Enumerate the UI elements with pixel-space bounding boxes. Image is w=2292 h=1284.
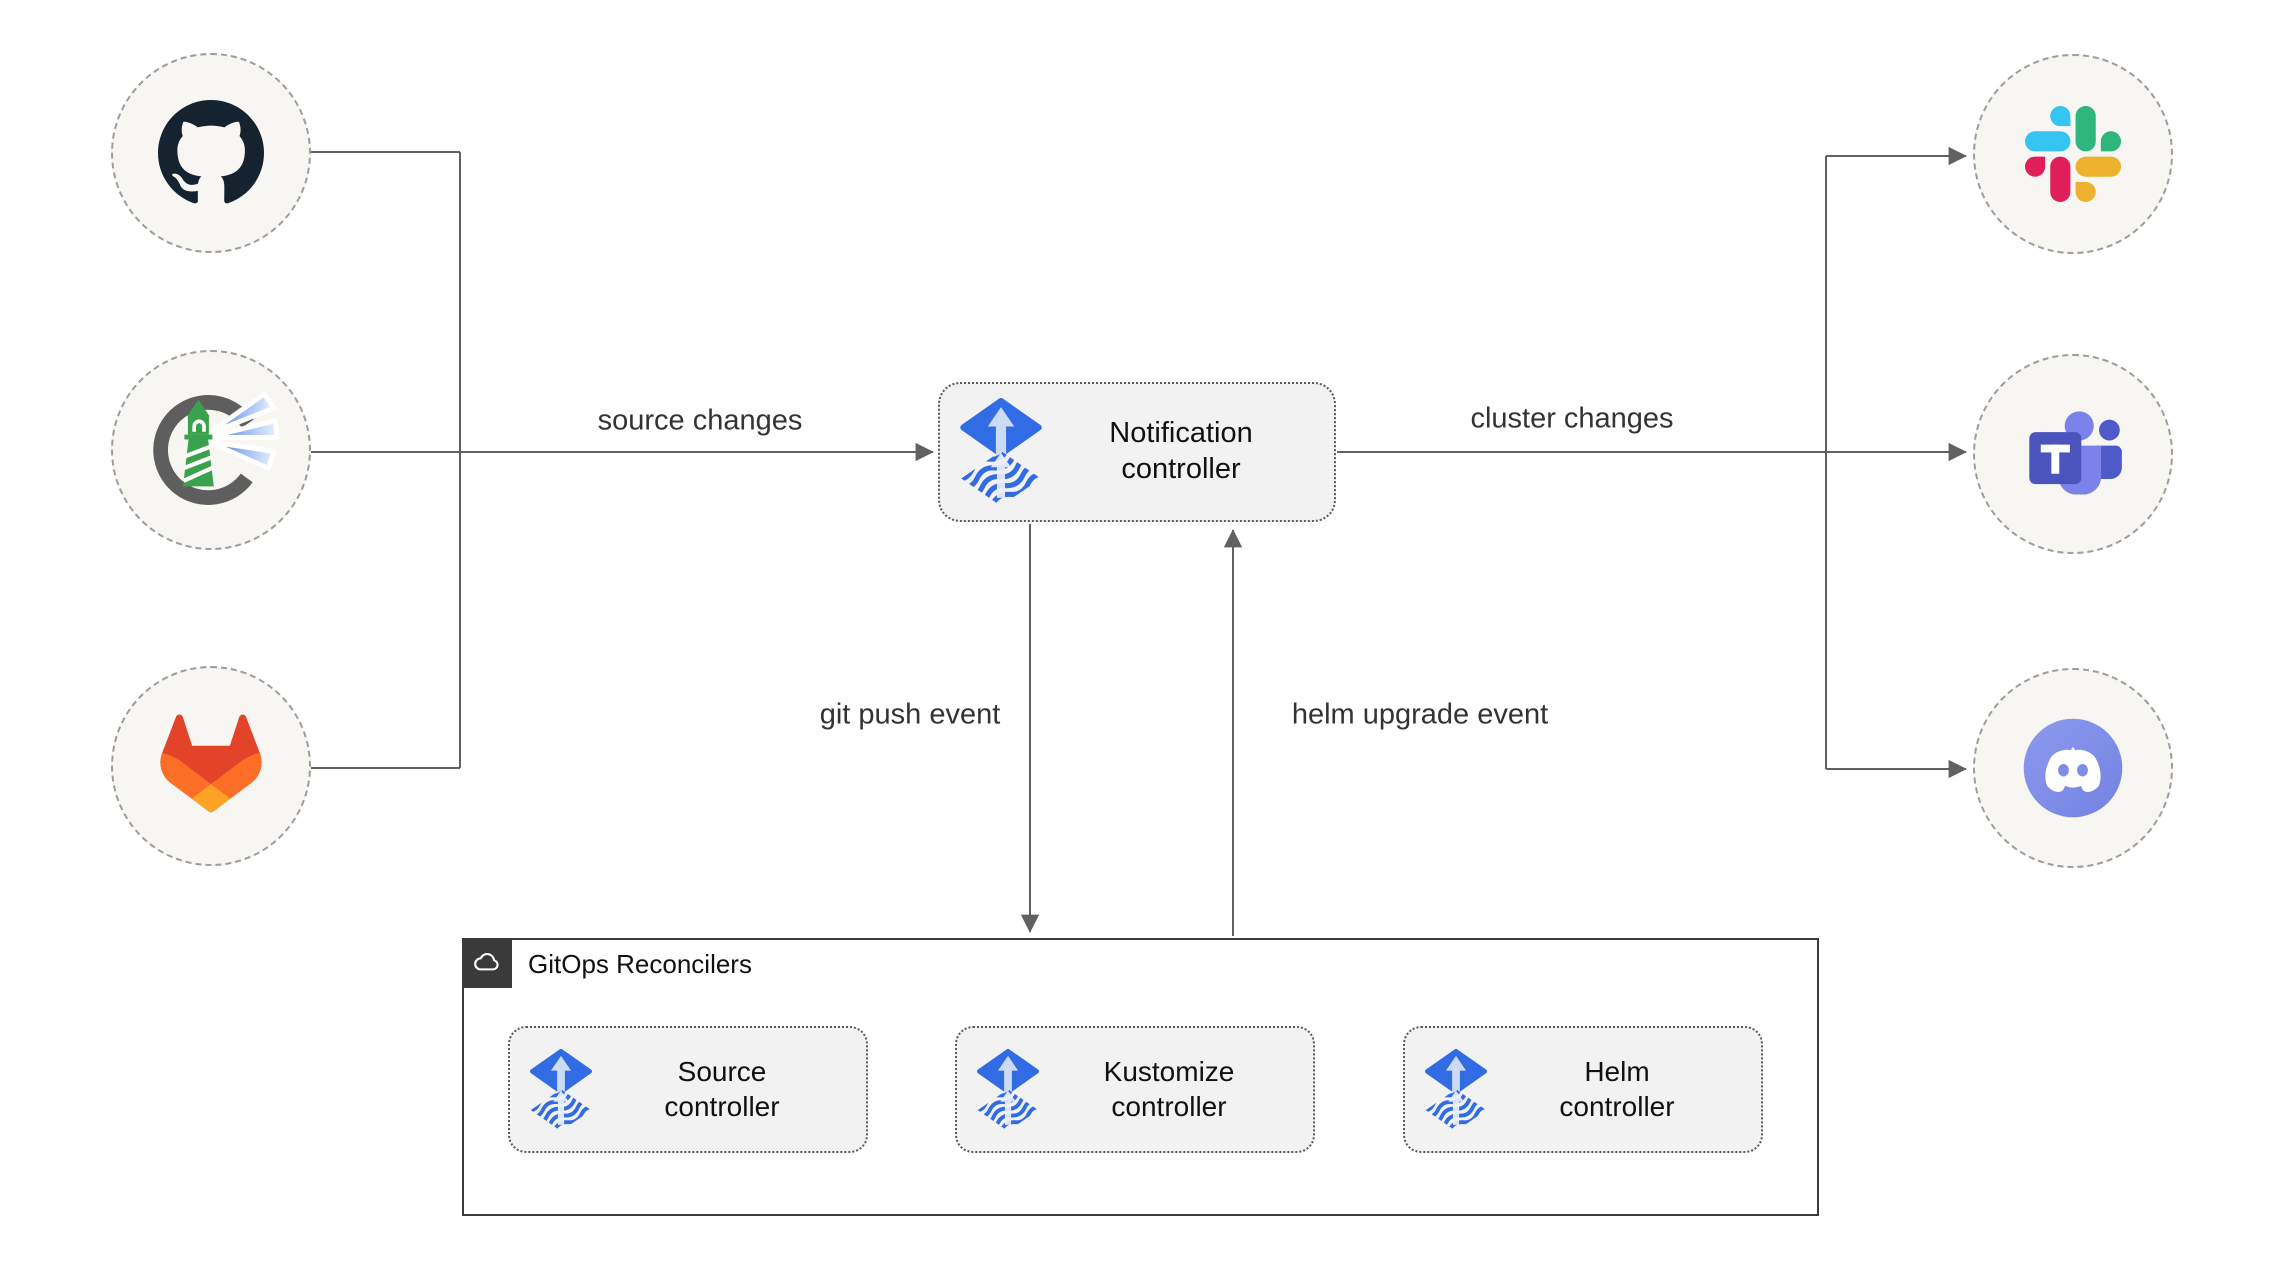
node-kustomize-controller: Kustomize controller bbox=[955, 1026, 1315, 1153]
gitlab-icon bbox=[155, 708, 267, 824]
group-badge bbox=[462, 938, 512, 988]
node-teams bbox=[1973, 354, 2173, 554]
node-helm-controller: Helm controller bbox=[1403, 1026, 1763, 1153]
node-source-controller: Source controller bbox=[508, 1026, 868, 1153]
edge-label-source-changes: source changes bbox=[591, 404, 809, 438]
edge-label-git-push-event: git push event bbox=[813, 698, 1007, 732]
harbor-icon bbox=[141, 380, 281, 520]
cloud-icon bbox=[471, 947, 503, 979]
flux-icon bbox=[977, 1048, 1039, 1132]
node-slack bbox=[1973, 54, 2173, 254]
node-github bbox=[111, 53, 311, 253]
github-icon bbox=[158, 100, 264, 206]
kustomize-controller-label: Kustomize controller bbox=[1103, 1055, 1235, 1122]
notification-controller-label: Notification controller bbox=[1109, 417, 1253, 485]
node-gitlab bbox=[111, 666, 311, 866]
discord-icon bbox=[2017, 712, 2129, 824]
helm-controller-label: Helm controller bbox=[1559, 1055, 1675, 1122]
node-harbor bbox=[111, 350, 311, 550]
node-discord bbox=[1973, 668, 2173, 868]
node-notification-controller: Notification controller bbox=[938, 382, 1336, 522]
teams-icon bbox=[2021, 402, 2125, 506]
edge-label-helm-upgrade-event: helm upgrade event bbox=[1285, 698, 1555, 732]
flux-icon bbox=[530, 1048, 592, 1132]
group-title: GitOps Reconcilers bbox=[528, 949, 752, 979]
slack-icon bbox=[2025, 106, 2121, 202]
edge-label-cluster-changes: cluster changes bbox=[1464, 402, 1680, 436]
source-controller-label: Source controller bbox=[664, 1055, 780, 1122]
flux-icon bbox=[1425, 1048, 1487, 1132]
flux-icon bbox=[960, 398, 1042, 506]
